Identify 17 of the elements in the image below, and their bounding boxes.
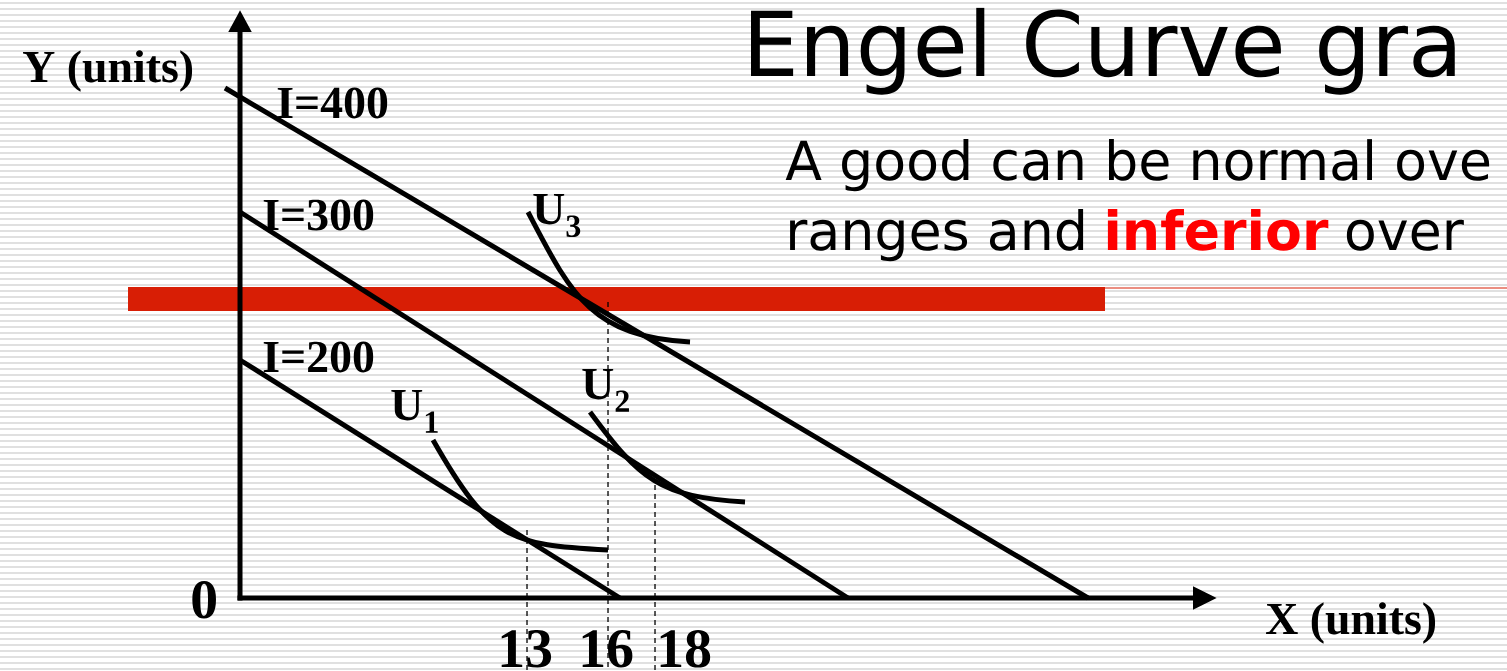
body-text: ranges and [790,209,1084,262]
tick-label: 18 [660,629,711,668]
body-text: over [1346,219,1464,251]
curve-label: U$_{1}$ [391,390,438,433]
budget-label: I=400 [277,87,388,119]
origin-label: 0 [192,580,216,619]
highlighted-word: inferior [1107,209,1329,251]
axis-label: Y (units) [23,50,193,92]
tick-label: 16 [582,630,633,668]
curve-label: U$_{2}$ [582,369,629,412]
tick-label: 13 [501,630,552,668]
curve-label: U$_{3}$ [533,194,581,237]
title: Engel Curve gra [751,7,1455,95]
budget-label: I=200 [263,341,374,373]
axis-label: X (units) [1266,602,1436,644]
body-text: A good can be normal ove [785,139,1490,192]
budget-label: I=300 [263,199,374,231]
